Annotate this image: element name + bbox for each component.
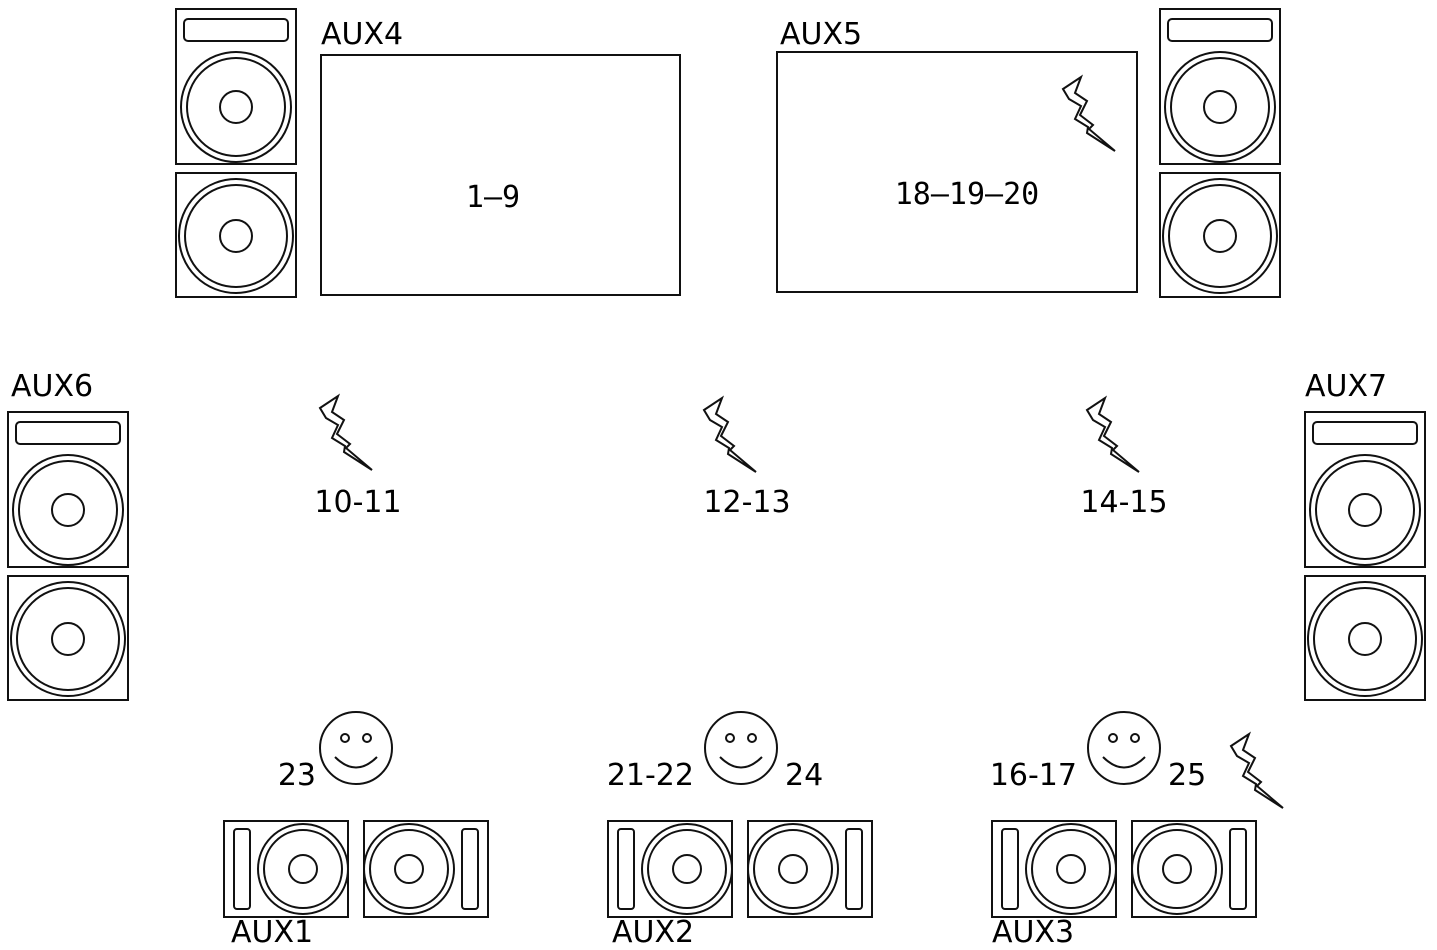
wedge-aux3-a-icon — [991, 820, 1117, 918]
wedge-aux2-b-icon — [747, 820, 873, 918]
riser-right — [776, 51, 1138, 293]
aux1-label: AUX1 — [231, 915, 313, 946]
power-drop-1213-icon — [703, 397, 757, 473]
aux3-label: AUX3 — [992, 915, 1074, 946]
position-12-13-label: 12-13 — [703, 485, 790, 520]
performer-center-icon — [704, 711, 778, 785]
speaker-stack-aux7-icon — [1304, 411, 1426, 701]
speaker-stack-aux6-icon — [7, 411, 129, 701]
position-14-15-label: 14-15 — [1080, 485, 1167, 520]
aux5-label: AUX5 — [780, 17, 862, 52]
riser-right-label: 18–19–20 — [895, 177, 1040, 212]
power-drop-front-icon — [1230, 733, 1284, 809]
performer-center-label-right: 24 — [785, 758, 823, 793]
aux2-label: AUX2 — [612, 915, 694, 946]
performer-left-label: 23 — [278, 758, 316, 793]
wedge-aux1-a-icon — [223, 820, 349, 918]
aux4-label: AUX4 — [321, 17, 403, 52]
speaker-stack-aux5-icon — [1159, 8, 1281, 298]
power-drop-1415-icon — [1086, 397, 1140, 473]
performer-center-label-left: 21-22 — [607, 758, 694, 793]
aux7-label: AUX7 — [1305, 369, 1387, 404]
performer-left-icon — [319, 711, 393, 785]
power-drop-1011-icon — [319, 395, 373, 471]
performer-right-icon — [1087, 711, 1161, 785]
wedge-aux3-b-icon — [1131, 820, 1257, 918]
wedge-aux2-a-icon — [607, 820, 733, 918]
aux6-label: AUX6 — [11, 369, 93, 404]
performer-right-label-left: 16-17 — [990, 758, 1077, 793]
performer-right-label-right: 25 — [1168, 758, 1206, 793]
riser-left-label: 1–9 — [466, 180, 520, 215]
riser-left — [320, 54, 681, 296]
speaker-stack-aux4-icon — [175, 8, 297, 298]
position-10-11-label: 10-11 — [314, 485, 401, 520]
wedge-aux1-b-icon — [363, 820, 489, 918]
